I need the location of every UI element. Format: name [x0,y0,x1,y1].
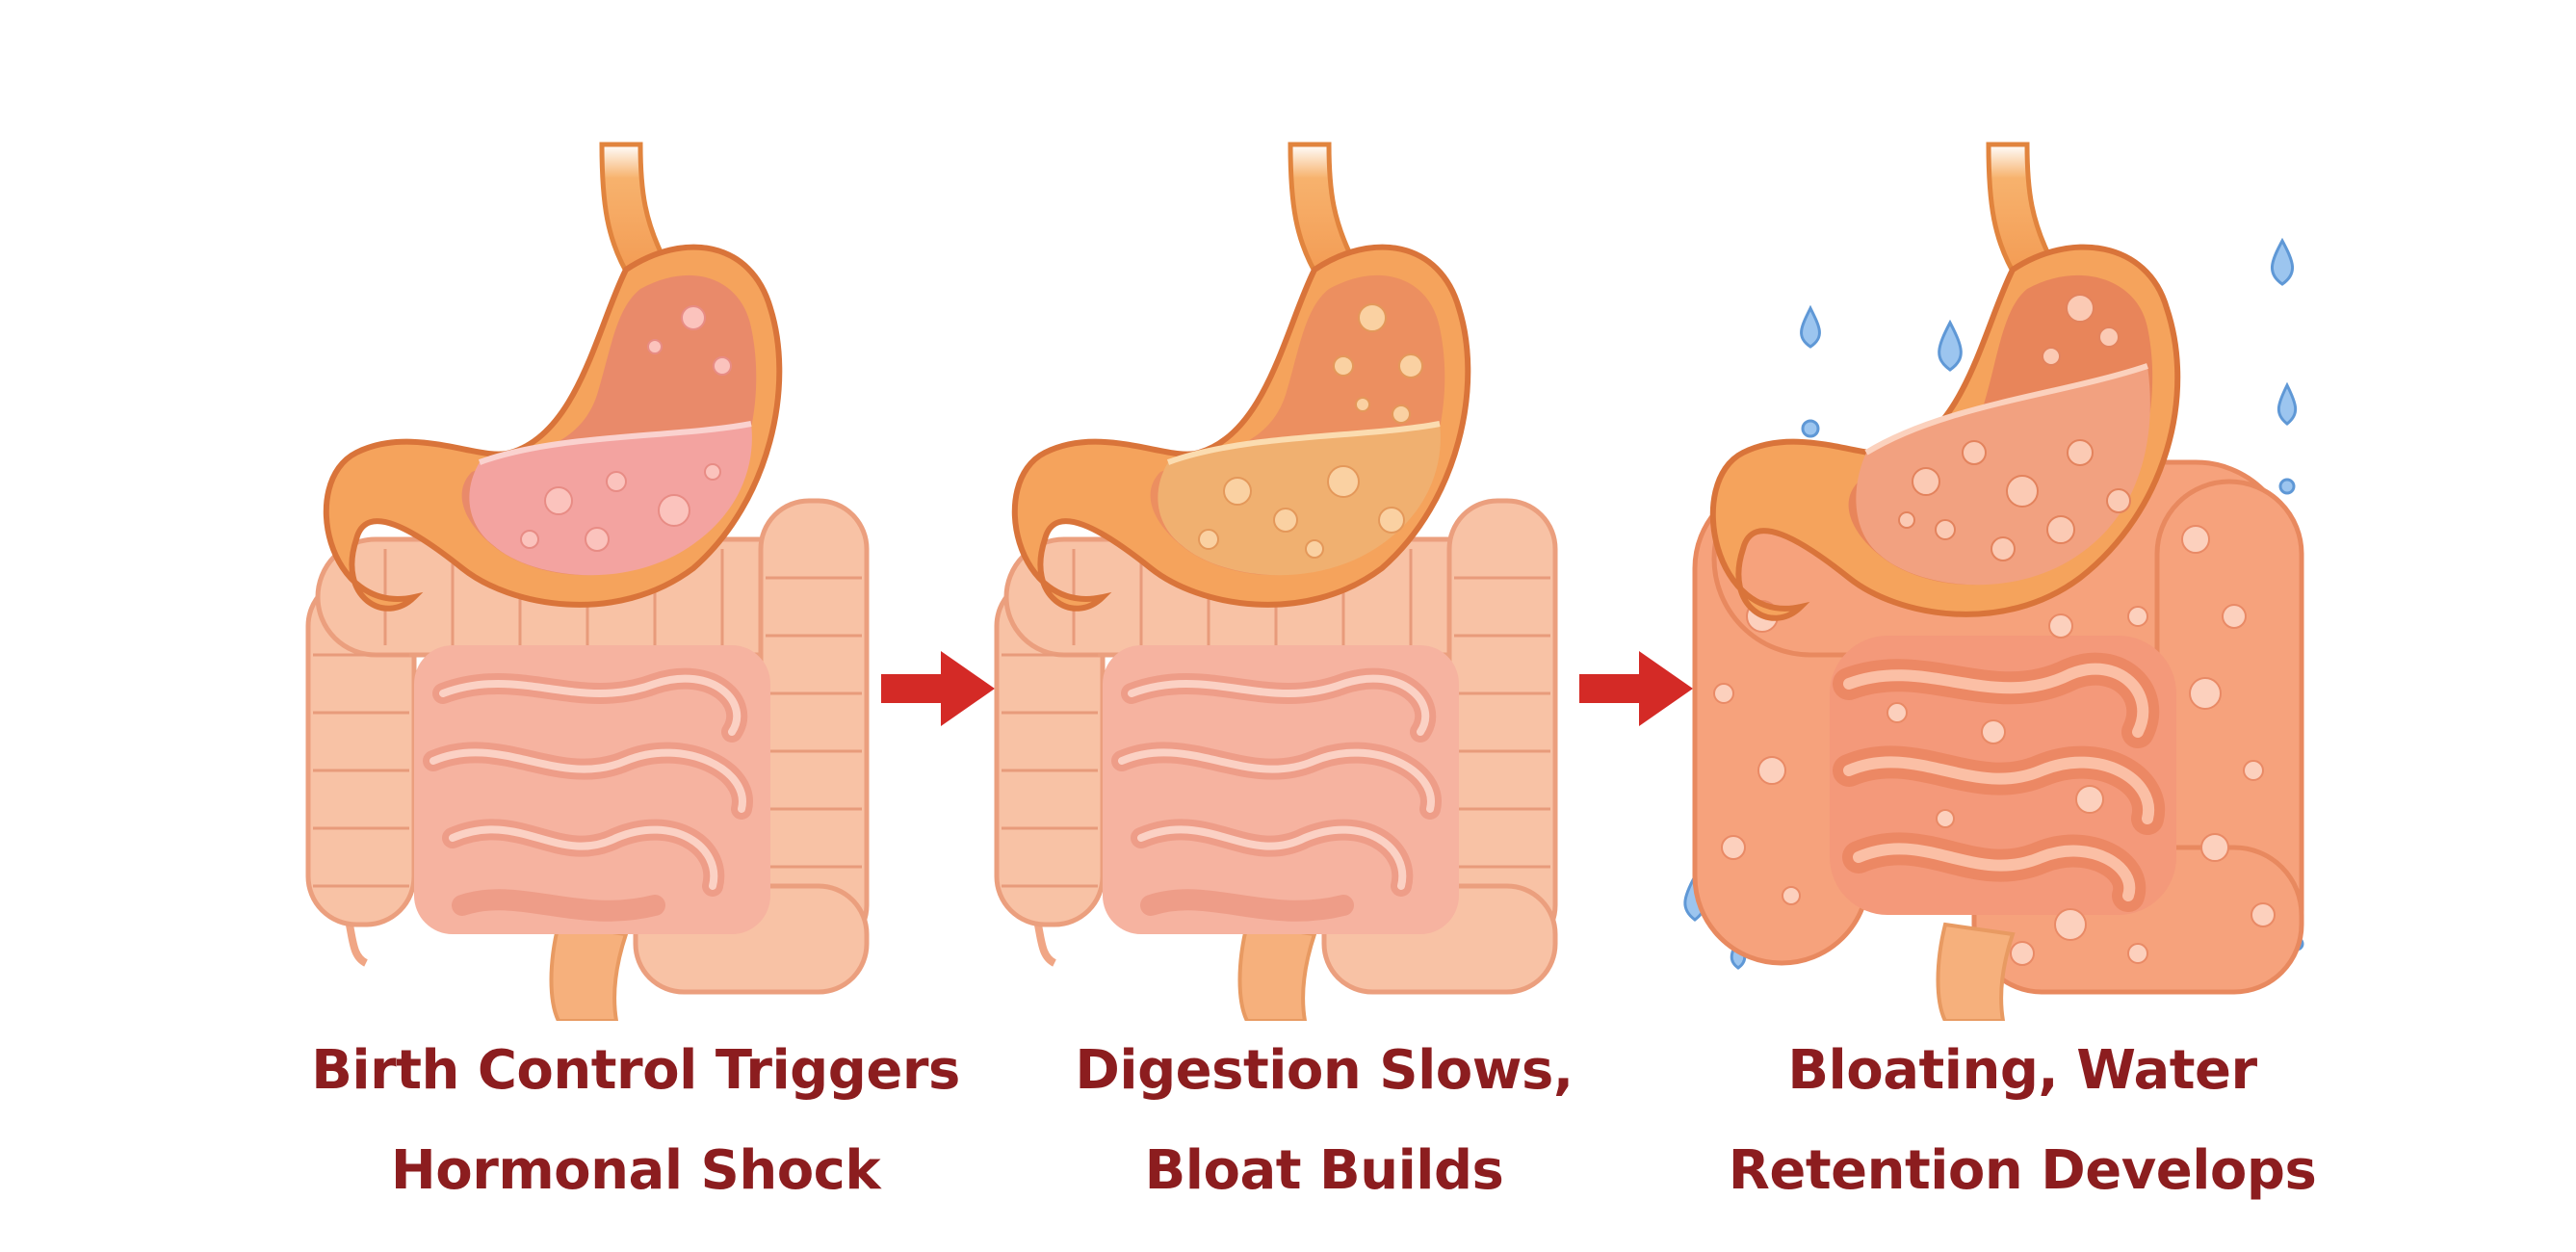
panel-stage-3: Bloating, Water Retention Develops [1656,0,2388,1252]
stomach-contents [469,424,752,576]
water-drop-icon [2271,237,2294,286]
panel-stage-1: Birth Control Triggers Hormonal Shock [270,0,1002,1252]
caption-line-1: Birth Control Triggers [311,1039,960,1102]
caption-line-1: Bloating, Water [1787,1039,2257,1102]
stomach [323,244,783,612]
digestive-system-illustration-normal [305,142,870,1021]
right-arrow-icon [881,651,995,726]
water-drop-icon [2277,381,2298,426]
water-drop-icon [1801,419,1820,438]
caption-line-2: Retention Develops [1728,1139,2317,1202]
caption-line-2: Hormonal Shock [390,1139,881,1202]
caption-stage-3: Bloating, Water Retention Develops [1656,1021,2388,1221]
water-drop-icon [1800,304,1821,349]
bubbles [520,305,732,552]
caption-line-2: Bloat Builds [1144,1139,1504,1202]
caption-stage-2: Digestion Slows, Bloat Builds [958,1021,1690,1221]
rectum [1237,922,1317,1021]
water-drop-icon [1938,319,1963,372]
water-drop-icon [2278,478,2296,495]
rectum [549,922,629,1021]
panel-stage-2: Digestion Slows, Bloat Builds [958,0,1690,1252]
small-intestine-swollen [1830,636,2176,915]
digestive-system-illustration-slowing [994,142,1558,1021]
bubbles [1713,525,2276,966]
bubbles [1898,294,2131,561]
rectum [1936,922,2016,1021]
digestive-system-illustration-bloated [1683,142,2304,1021]
right-arrow-icon [1579,651,1693,726]
caption-line-1: Digestion Slows, [1075,1039,1574,1102]
stomach [1709,244,2181,621]
bubbles [1198,303,1423,559]
small-intestine [1103,645,1459,934]
stomach [1011,244,1471,612]
small-intestine [414,645,770,934]
stomach-contents [1158,424,1441,576]
caption-stage-1: Birth Control Triggers Hormonal Shock [270,1021,1002,1221]
stomach-contents [1856,366,2150,586]
